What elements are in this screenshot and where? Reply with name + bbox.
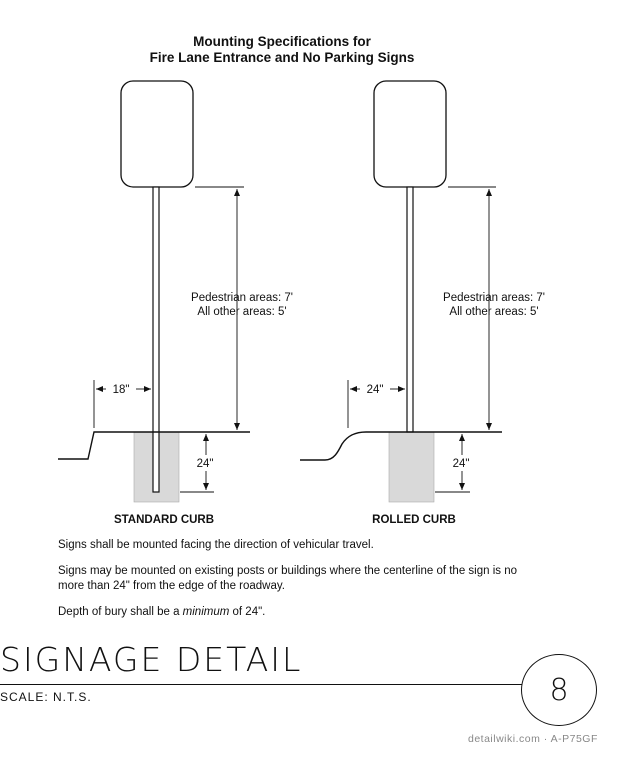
diagram-title-line-2: Fire Lane Entrance and No Parking Signs [149,50,415,65]
sign-panel-rolled [373,80,447,188]
height-label-rolled-1: Pedestrian areas: 7' [443,292,545,304]
mounting-drawing: Pedestrian areas: 7' All other areas: 5'… [58,80,545,526]
caption-rolled-curb: ROLLED CURB [372,514,456,526]
sign-post-rolled [406,186,414,433]
note-depth-prefix: Depth of bury shall be a [58,606,183,618]
title-block-heading: SIGNAGE DETAIL [0,640,303,679]
detail-number: 8 [549,672,569,708]
bury-label-rolled: 24" [453,458,470,470]
concrete-footing-rolled [388,431,435,503]
offset-label-standard: 18" [113,384,130,396]
watermark: detailwiki.com · A-P75GF [468,733,598,745]
standard-curb-detail: Pedestrian areas: 7' All other areas: 5'… [58,80,293,526]
sign-post-standard [152,186,160,493]
sign-panel-standard [120,80,194,188]
detail-number-circle: 8 [521,654,597,726]
diagram-title: Mounting Specifications for Fire Lane En… [100,34,464,66]
caption-standard-curb: STANDARD CURB [114,514,214,526]
rolled-curb-detail: Pedestrian areas: 7' All other areas: 5'… [300,80,545,526]
title-block-rule [0,684,522,686]
note-mounting-direction: Signs shall be mounted facing the direct… [58,539,374,551]
bury-label-mask-rolled [450,455,474,471]
height-label-rolled-2: All other areas: 5' [449,306,538,318]
standard-curb-profile [58,431,250,460]
note-depth-of-bury: Depth of bury shall be a minimum of 24". [58,605,538,620]
bury-label-mask-standard [194,455,218,471]
diagram-title-line-1: Mounting Specifications for [193,34,371,49]
height-label-standard-2: All other areas: 5' [197,306,286,318]
bury-label-standard: 24" [197,458,214,470]
rolled-curb-profile [300,431,502,461]
mounting-notes: Signs shall be mounted facing the direct… [58,538,538,631]
offset-label-rolled: 24" [367,384,384,396]
note-depth-suffix: of 24". [229,606,266,618]
note-depth-emphasis: minimum [182,606,230,618]
height-label-standard-1: Pedestrian areas: 7' [191,292,293,304]
title-block-scale: SCALE: N.T.S. [0,690,92,704]
note-existing-posts: Signs may be mounted on existing posts o… [58,565,517,592]
